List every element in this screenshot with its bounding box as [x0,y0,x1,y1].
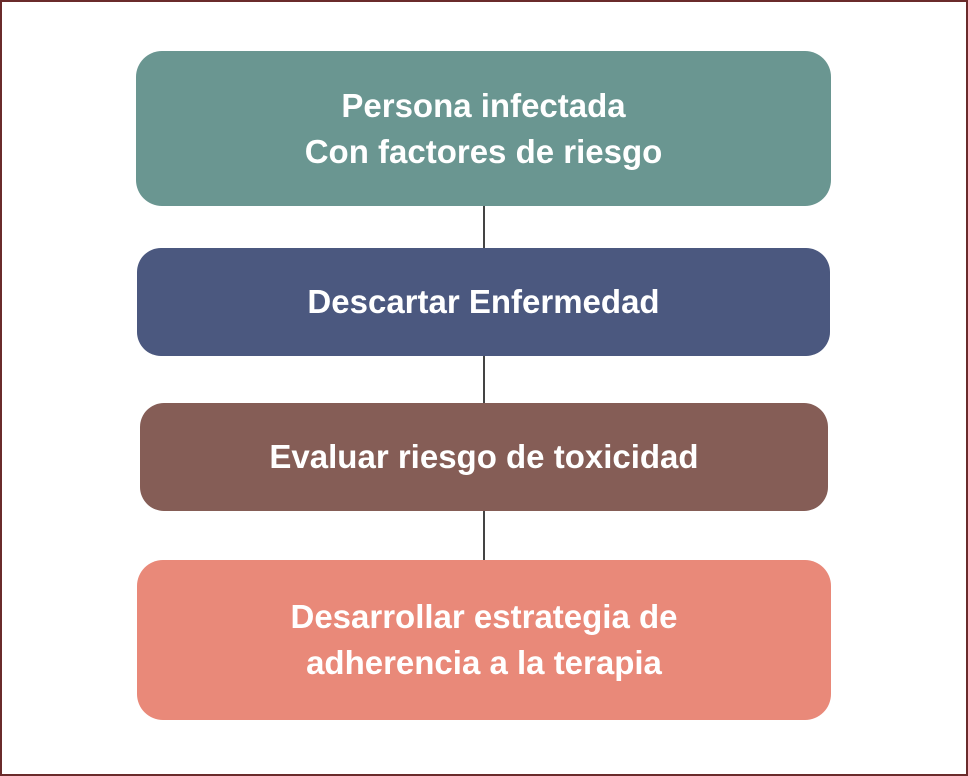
connector-2-3 [483,354,485,404]
step-line: Con factores de riesgo [304,132,663,170]
step-text: Persona infectada Con factores de riesgo [305,83,663,175]
step-text: Evaluar riesgo de toxicidad [269,434,698,480]
step-infected-person: Persona infectada Con factores de riesgo [136,51,831,206]
step-line: Persona infectada [341,86,626,124]
step-evaluate-toxicity: Evaluar riesgo de toxicidad [140,403,828,511]
step-line: adherencia a la terapia [306,644,662,681]
connector-1-2 [483,204,485,250]
step-rule-out-disease: Descartar Enfermedad [137,248,830,356]
step-text: Desarrollar estrategia de adherencia a l… [290,594,677,686]
step-line: Descartar Enfermedad [307,283,660,320]
step-line: Evaluar riesgo de toxicidad [269,438,699,475]
connector-3-4 [483,510,485,562]
step-adherence-strategy: Desarrollar estrategia de adherencia a l… [137,560,831,720]
step-line: Desarrollar estrategia de [290,598,678,635]
step-text: Descartar Enfermedad [307,279,659,325]
